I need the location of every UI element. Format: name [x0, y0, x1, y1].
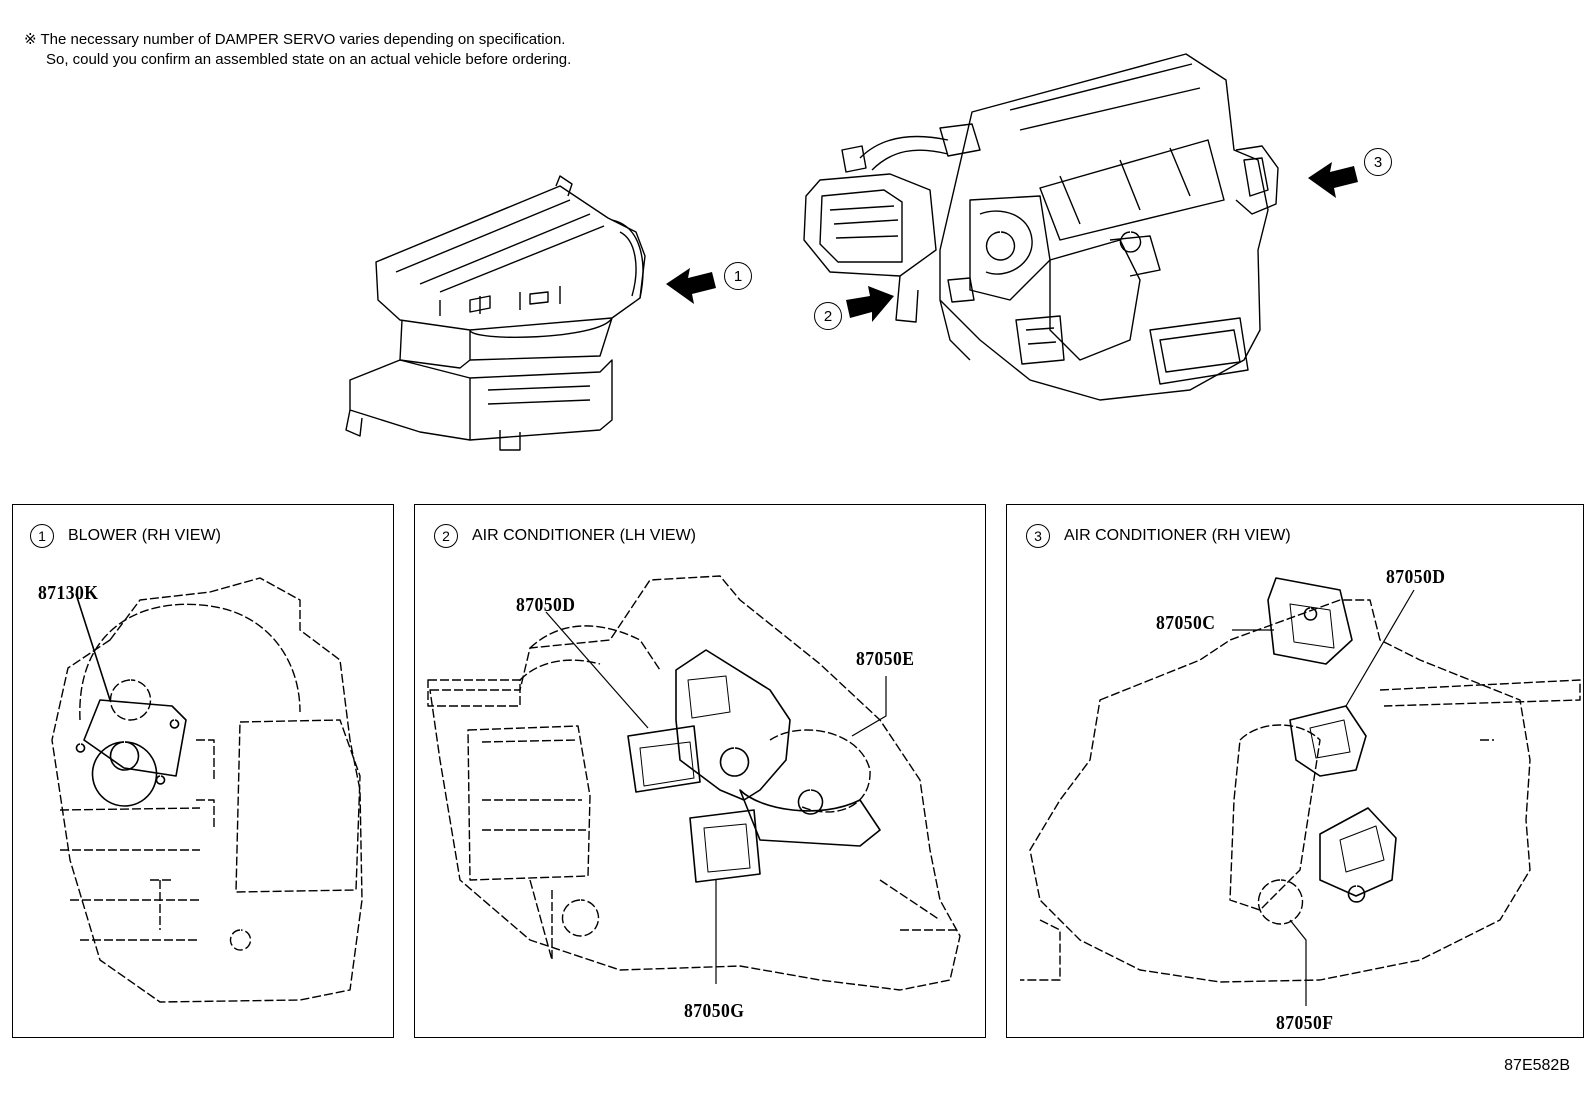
panel-2-number: 2 — [434, 524, 458, 548]
part-number-87130k: 87130K — [38, 582, 99, 604]
arrow-view-1 — [666, 268, 716, 304]
panel-2-drawing — [427, 575, 961, 991]
part-number-87050d-lh: 87050D — [516, 594, 576, 616]
figure-code: 87E582B — [1504, 1057, 1570, 1074]
servo-87050g-lh — [689, 809, 761, 883]
part-number-87050d-rh: 87050D — [1386, 566, 1446, 588]
callout-2: 2 — [814, 302, 842, 330]
specification-note: ※ The necessary number of DAMPER SERVO v… — [24, 30, 571, 70]
panel-1-drawing — [51, 577, 363, 1003]
panel-blower-rh-view — [12, 504, 394, 1038]
arrow-view-3 — [1308, 162, 1358, 198]
blower-unit-drawing — [345, 175, 646, 451]
servo-87050d-lh — [627, 725, 701, 793]
panel-3-label: AIR CONDITIONER (RH VIEW) — [1064, 527, 1291, 544]
panel-1-label: BLOWER (RH VIEW) — [68, 527, 221, 544]
servo-87050c-rh — [1267, 577, 1353, 665]
panel-3-drawing — [1020, 599, 1581, 983]
arrow-view-2 — [846, 286, 894, 322]
panel-1-number: 1 — [30, 524, 54, 548]
part-number-87050e: 87050E — [856, 648, 915, 670]
panel-air-conditioner-rh-view — [1006, 504, 1584, 1038]
panel-1-title: 1 BLOWER (RH VIEW) — [30, 524, 221, 548]
callout-3: 3 — [1364, 148, 1392, 176]
air-conditioner-unit-drawing — [803, 53, 1279, 401]
callout-1: 1 — [724, 262, 752, 290]
part-number-87050f: 87050F — [1276, 1012, 1334, 1034]
part-number-87050g: 87050G — [684, 1000, 745, 1022]
servo-87050e-lh — [675, 649, 791, 801]
note-line-1: ※ The necessary number of DAMPER SERVO v… — [24, 31, 566, 48]
view-arrows — [666, 162, 1358, 322]
panel-3-number: 3 — [1026, 524, 1050, 548]
panel-2-servos — [545, 611, 887, 984]
servo-87050f-rh — [1319, 807, 1397, 897]
panel-2-label: AIR CONDITIONER (LH VIEW) — [472, 527, 697, 544]
panel-3-servos — [1232, 577, 1415, 1006]
blower-motor-87130k — [75, 593, 187, 807]
panel-3-title: 3 AIR CONDITIONER (RH VIEW) — [1026, 524, 1291, 548]
note-line-2: So, could you confirm an assembled state… — [46, 51, 572, 68]
panel-2-title: 2 AIR CONDITIONER (LH VIEW) — [434, 524, 696, 548]
part-number-87050c: 87050C — [1156, 612, 1216, 634]
panel-air-conditioner-lh-view — [414, 504, 986, 1038]
